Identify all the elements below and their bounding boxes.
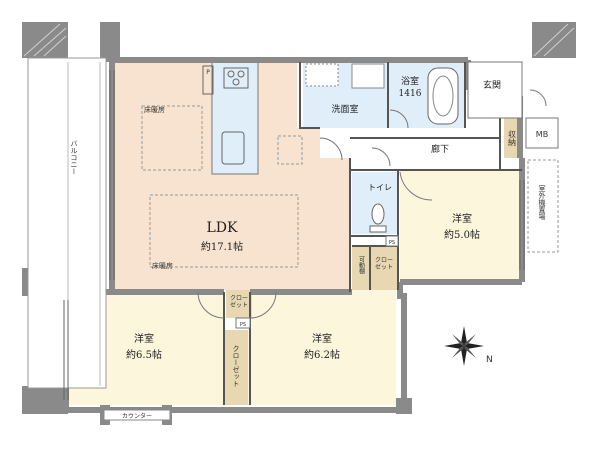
compass-icon	[444, 326, 484, 366]
kitchen-fixtures	[202, 65, 249, 165]
entrance-area	[467, 61, 523, 119]
bedroom-center-name: 洋室	[312, 332, 332, 345]
ps-box-2	[235, 317, 251, 329]
balcony	[27, 57, 107, 389]
outdoor-unit-space	[527, 159, 559, 253]
bedroom-right-size: 約5.0帖	[444, 228, 480, 241]
storage-floor	[504, 118, 520, 158]
column-hatch	[23, 23, 575, 57]
storage-label: 収納	[508, 129, 517, 147]
mb-box	[525, 117, 559, 149]
floor-heating-label-bottom: 床暖房	[152, 261, 173, 270]
floor-heating-zones	[141, 105, 303, 268]
counter-strip	[103, 409, 171, 421]
wash-basin	[305, 63, 339, 87]
compass-north-label: N	[486, 355, 493, 365]
closet-c-label: クローゼット	[232, 345, 240, 387]
ldk-size: 約17.1帖	[201, 240, 243, 253]
ps-label-2: PS	[240, 322, 246, 328]
closet-a-label: クローゼット	[230, 295, 248, 309]
toilet-floor	[352, 172, 398, 234]
bath-size: 1416	[399, 89, 422, 99]
bedroom-left-name: 洋室	[134, 332, 154, 345]
ldk-floor	[112, 62, 350, 290]
bedroom-left-size: 約6.5帖	[126, 348, 162, 361]
ldk-name: LDK	[207, 220, 239, 236]
closet-c-floor	[224, 330, 248, 405]
bedroom-center-size: 約6.2帖	[304, 348, 340, 361]
mb-label: MB	[536, 130, 548, 139]
bedroom-right-floor	[400, 170, 522, 282]
entrance-name: 玄関	[483, 79, 501, 91]
bedroom-right-name: 洋室	[452, 212, 472, 225]
corridor-name: 廊下	[431, 143, 449, 155]
door-swings	[197, 89, 547, 319]
washroom-name: 洗面室	[331, 103, 358, 115]
kitchen-counter	[211, 61, 259, 175]
floor-heating-label-top: 床暖房	[144, 105, 165, 114]
ps-box-1	[385, 235, 399, 247]
toilet-bowl	[371, 203, 385, 225]
closet-b-floor	[370, 246, 398, 290]
counter-label: カウンター	[122, 412, 152, 420]
movable-shelf-label: 可動棚	[358, 256, 365, 275]
windows	[63, 70, 525, 400]
floor-fills	[66, 61, 522, 405]
closet-a-floor	[226, 290, 252, 318]
bath-name: 浴室	[401, 75, 419, 87]
balcony-label: バルコニー	[70, 140, 78, 175]
outdoor-unit-label: 室外機置場	[538, 184, 546, 221]
bedroom-bottom-center-floor	[248, 290, 396, 405]
toilet-name: トイレ	[368, 183, 392, 192]
closet-b-label: クローゼット	[375, 257, 393, 271]
ps-label-1: PS	[389, 240, 395, 246]
shelf-floor	[352, 246, 370, 290]
p-mark: P	[206, 69, 210, 76]
washer-space	[351, 63, 385, 89]
